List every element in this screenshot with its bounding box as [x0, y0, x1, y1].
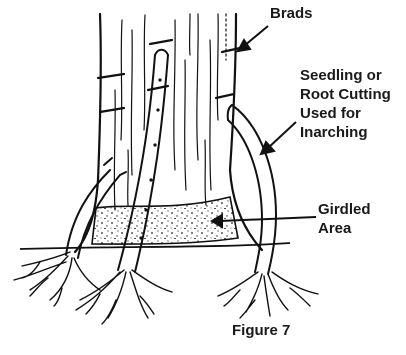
figure-caption: Figure 7	[232, 322, 290, 339]
brads	[98, 40, 240, 112]
girdled-label: Girdled Area	[318, 200, 371, 238]
right-seedling	[228, 105, 276, 274]
arrow-seedling	[261, 122, 296, 154]
brads-label: Brads	[270, 4, 313, 23]
roots	[14, 252, 318, 324]
seedling-label: Seedling or Root Cutting Used for Inarch…	[300, 66, 391, 142]
arrow-brads	[238, 26, 268, 51]
